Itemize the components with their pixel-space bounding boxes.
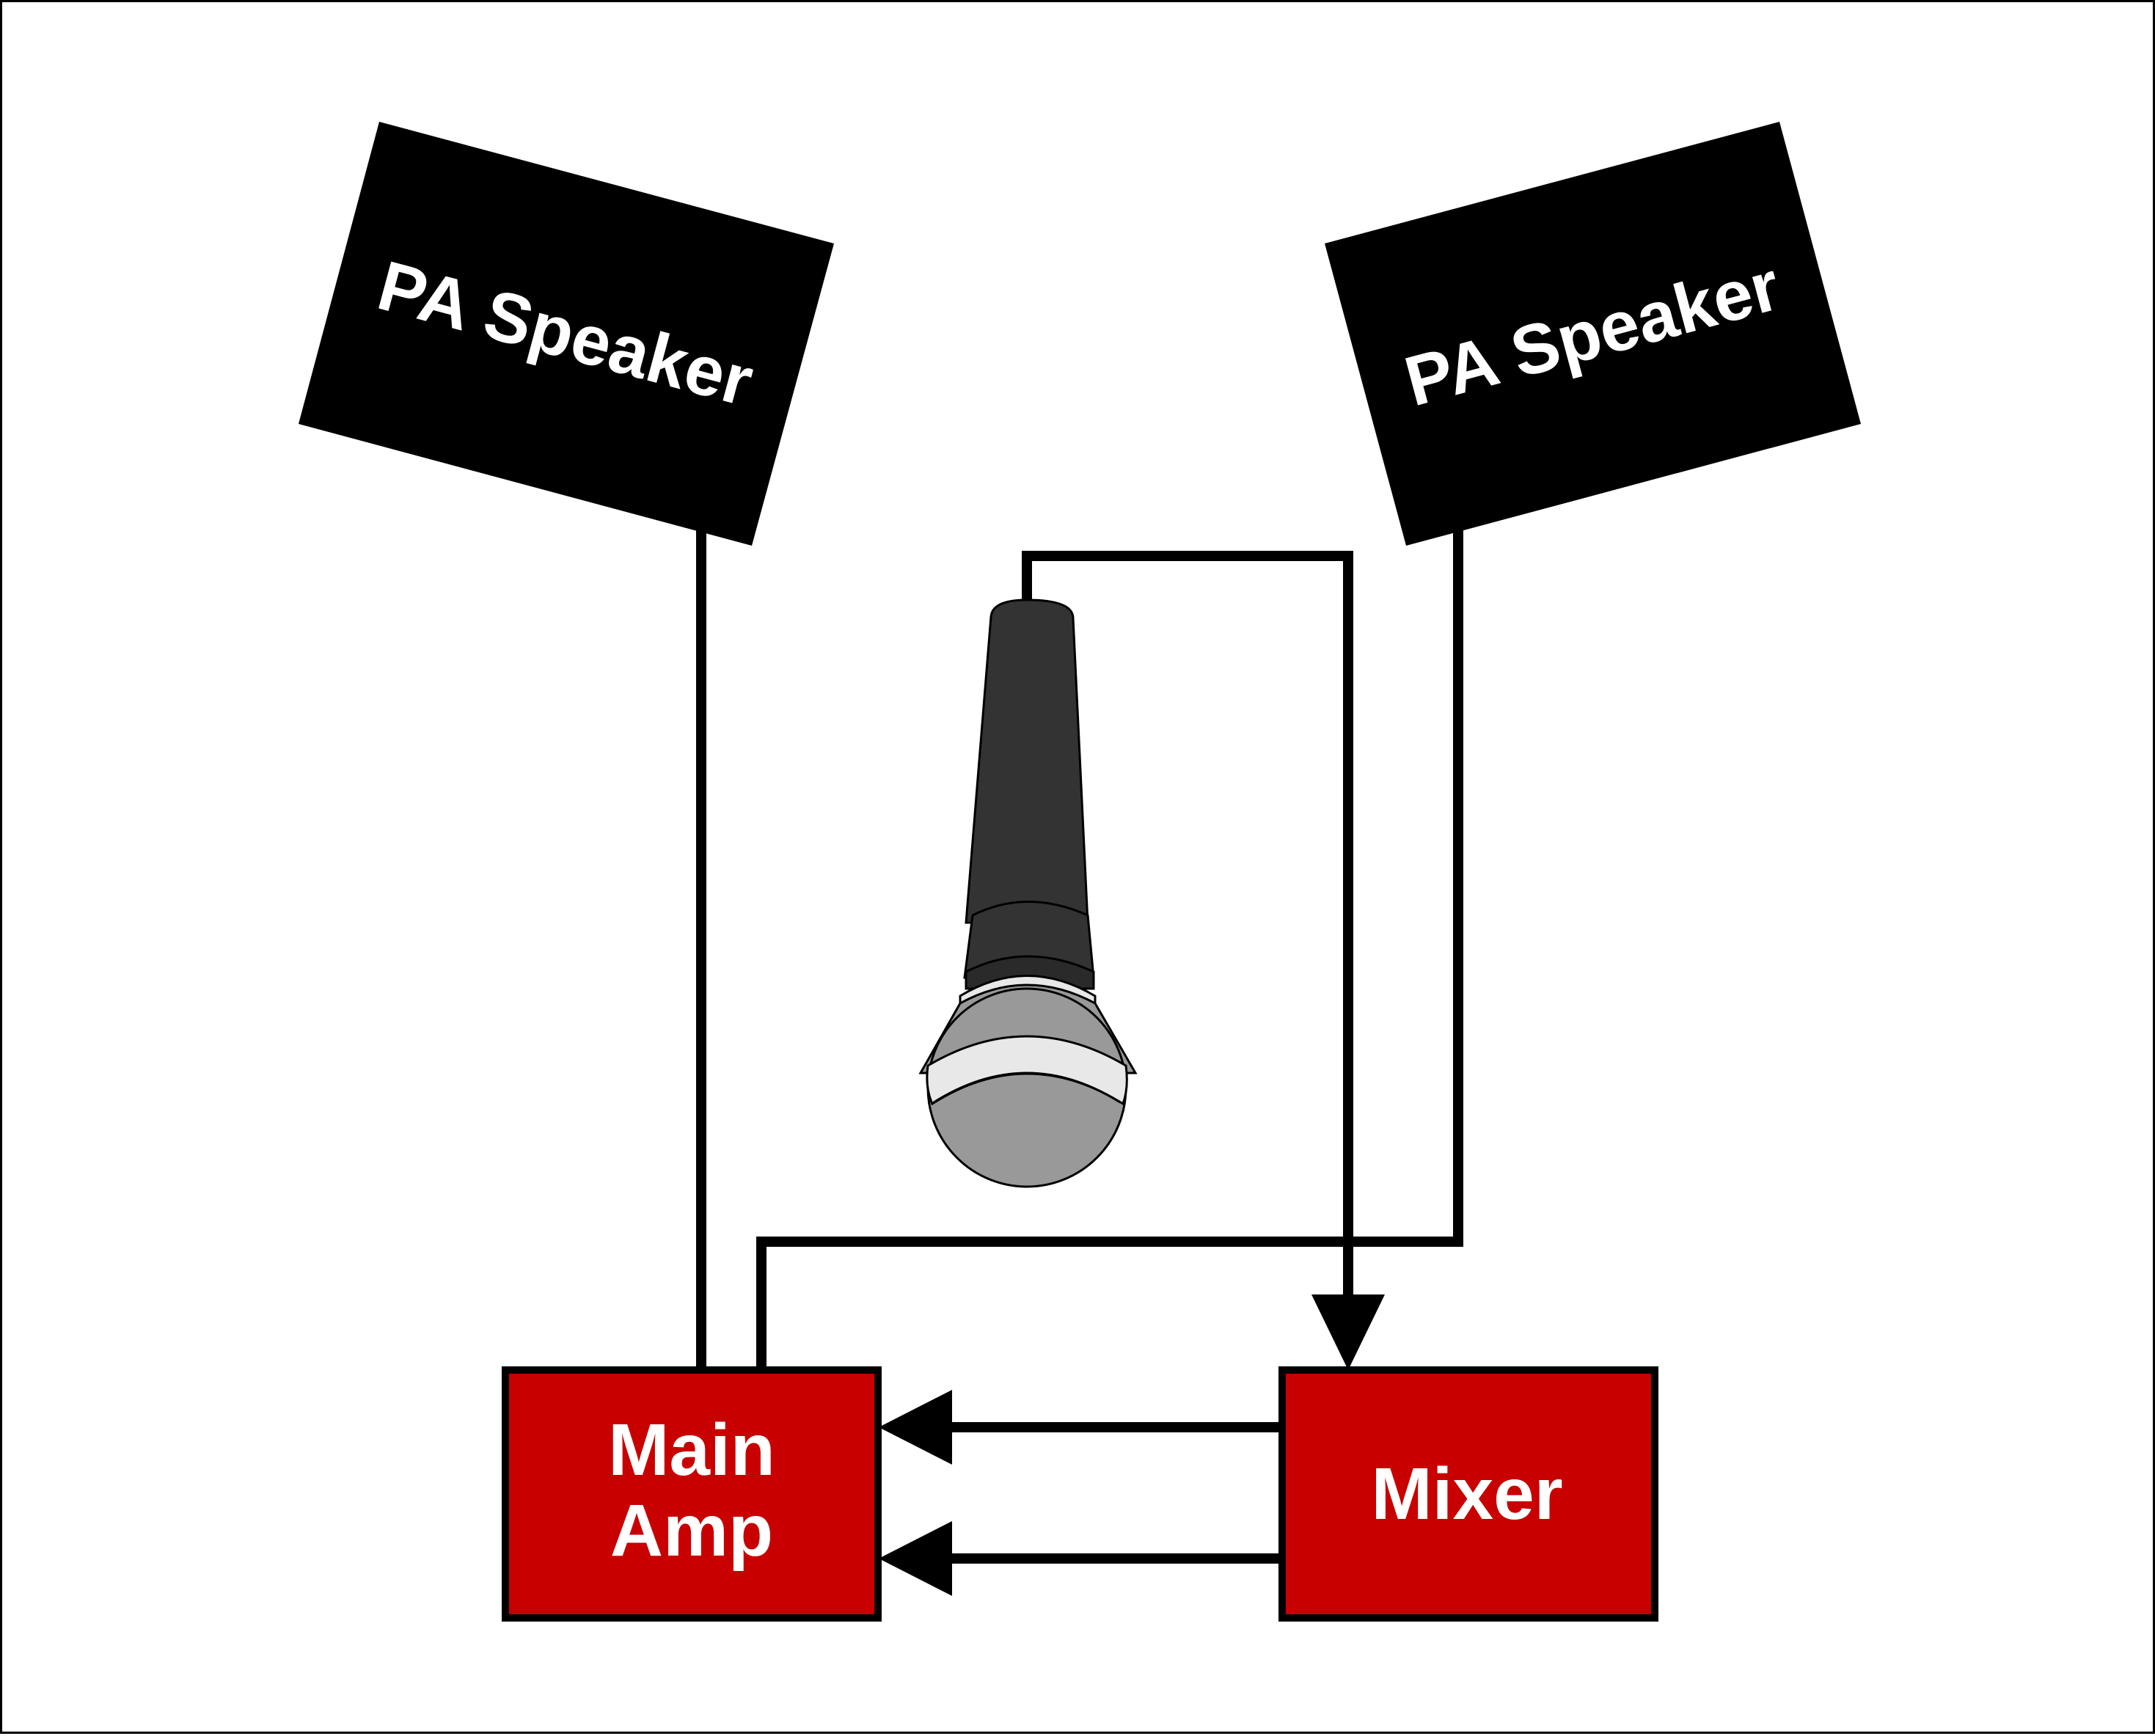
microphone-cable [1022,551,1353,1297]
main-amp-label-line1: Main [608,1409,775,1491]
pa-speaker-right-box [1325,122,1861,546]
mixer-box [1278,1366,1658,1622]
arrowheads [879,1294,1385,1596]
main-amp: Main Amp [502,1366,882,1622]
arrow-to-amp-bottom [879,1521,952,1596]
mic-handle [965,598,1089,924]
mixer-label: Mixer [1371,1453,1562,1535]
arrow-down-to-mixer [1311,1294,1385,1370]
mic-handle-band [963,901,1095,979]
arrow-to-amp-top [879,1390,952,1465]
mic-grille-ring [926,1035,1128,1106]
connections [696,523,1463,1564]
pa-speaker-right: PA Speaker [1325,122,1861,546]
mic-grille-ring-edge [933,1072,1121,1104]
right-speaker-cable [756,527,1463,1370]
pa-speaker-left-box [299,122,834,546]
main-amp-box [502,1366,882,1622]
pa-speaker-left: PA Speaker [299,122,834,546]
microphone-icon [918,598,1138,1188]
mixer: Mixer [1278,1366,1658,1622]
main-amp-label-line2: Amp [610,1490,773,1572]
